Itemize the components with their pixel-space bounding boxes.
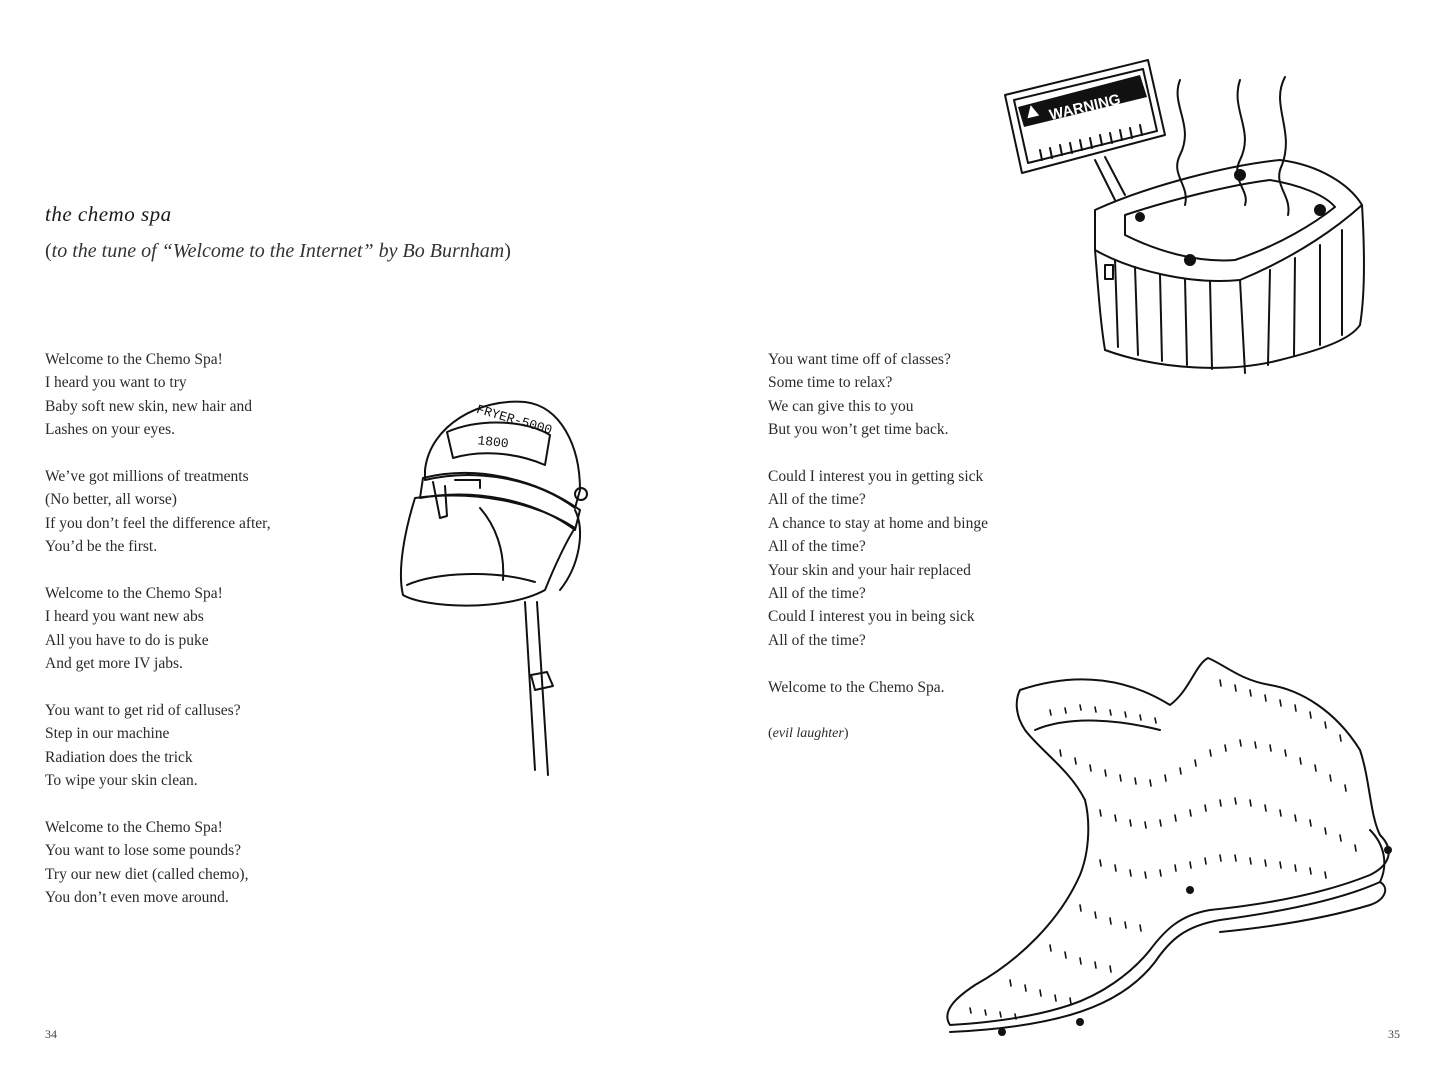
poem-line: Could I interest you in getting sick <box>768 468 984 486</box>
left-poem: Welcome to the Chemo Spa! I heard you wa… <box>45 348 271 933</box>
poem-line: All you have to do is puke <box>45 631 209 649</box>
hot-tub-illustration: WARNING <box>1004 59 1366 374</box>
poem-line: You don’t even move around. <box>45 889 229 907</box>
aside-close-paren: ) <box>843 726 849 742</box>
poem-line: Some time to relax? <box>768 374 893 392</box>
poem-line: I heard you want to try <box>45 374 187 392</box>
hair-dryer-illustration: FRYER-5000 1800 <box>399 400 588 776</box>
spotted-shape-illustration <box>946 657 1392 1036</box>
stanza: Welcome to the Chemo Spa! I heard you wa… <box>45 582 271 676</box>
poem-line: And get more IV jabs. <box>45 655 183 673</box>
poem-line: You want to get rid of calluses? <box>45 702 241 720</box>
poem-line: We’ve got millions of treatments <box>45 468 249 486</box>
poem-subtitle: (to the tune of “Welcome to the Internet… <box>45 240 511 263</box>
poem-line: Radiation does the trick <box>45 748 193 766</box>
spot-pattern <box>998 846 1392 1036</box>
poem-line: Lashes on your eyes. <box>45 421 175 439</box>
aside-open-paren: ( <box>768 726 773 742</box>
subtitle-text: to the tune of “Welcome to the Internet”… <box>51 240 505 262</box>
aside-text: evil laughter <box>772 726 844 742</box>
subtitle-open-paren: ( <box>45 240 52 262</box>
poem-line: I heard you want new abs <box>45 608 204 626</box>
poem-line: Baby soft new skin, new hair and <box>45 397 253 415</box>
page-number: 34 <box>45 1027 57 1041</box>
poem-line: Welcome to the Chemo Spa! <box>45 351 223 368</box>
stanza: You want time off of classes? Some time … <box>768 348 988 442</box>
subtitle-close-paren: ) <box>504 240 511 262</box>
stanza: Welcome to the Chemo Spa! You want to lo… <box>45 816 271 910</box>
stage-direction: (evil laughter) <box>768 722 988 745</box>
poem-line: We can give this to you <box>768 397 914 415</box>
stanza: You want to get rid of calluses? Step in… <box>45 699 271 793</box>
stanza: Welcome to the Chemo Spa. <box>768 676 988 699</box>
poem-line: You want time off of classes? <box>768 351 951 368</box>
poem-line: All of the time? <box>768 631 866 649</box>
right-page: You want time off of classes? Some time … <box>722 0 1445 1084</box>
poem-line: To wipe your skin clean. <box>45 772 198 790</box>
poem-line: Could I interest you in being sick <box>768 608 975 626</box>
stanza: Welcome to the Chemo Spa! I heard you wa… <box>45 348 271 442</box>
stanza: We’ve got millions of treatments (No bet… <box>45 465 271 559</box>
poem-line: Welcome to the Chemo Spa! <box>45 819 223 837</box>
poem-line: If you don’t feel the difference after, <box>45 514 271 532</box>
page-number: 35 <box>1388 1027 1400 1041</box>
left-page: the chemo spa (to the tune of “Welcome t… <box>0 0 722 1084</box>
poem-line: Welcome to the Chemo Spa. <box>768 678 945 696</box>
poem-line: Step in our machine <box>45 725 170 743</box>
poem-line: Try our new diet (called chemo), <box>45 865 249 883</box>
stanza: Could I interest you in getting sick All… <box>768 465 988 652</box>
poem-line: All of the time? <box>768 538 866 556</box>
poem-line: You want to lose some pounds? <box>45 842 242 860</box>
poem-line: All of the time? <box>768 585 866 603</box>
dryer-display: 1800 <box>477 433 510 451</box>
poem-line: But you won’t get time back. <box>768 421 949 439</box>
right-poem: You want time off of classes? Some time … <box>768 348 988 746</box>
poem-line: All of the time? <box>768 491 866 509</box>
poem-line: (No better, all worse) <box>45 491 177 509</box>
poem-line: A chance to stay at home and binge <box>768 514 988 532</box>
warning-triangle-icon <box>1027 105 1040 119</box>
poem-line: Your skin and your hair replaced <box>768 561 971 579</box>
poem-line: You’d be the first. <box>45 538 158 556</box>
poem-title: the chemo spa <box>45 202 172 226</box>
poem-line: Welcome to the Chemo Spa! <box>45 585 223 603</box>
